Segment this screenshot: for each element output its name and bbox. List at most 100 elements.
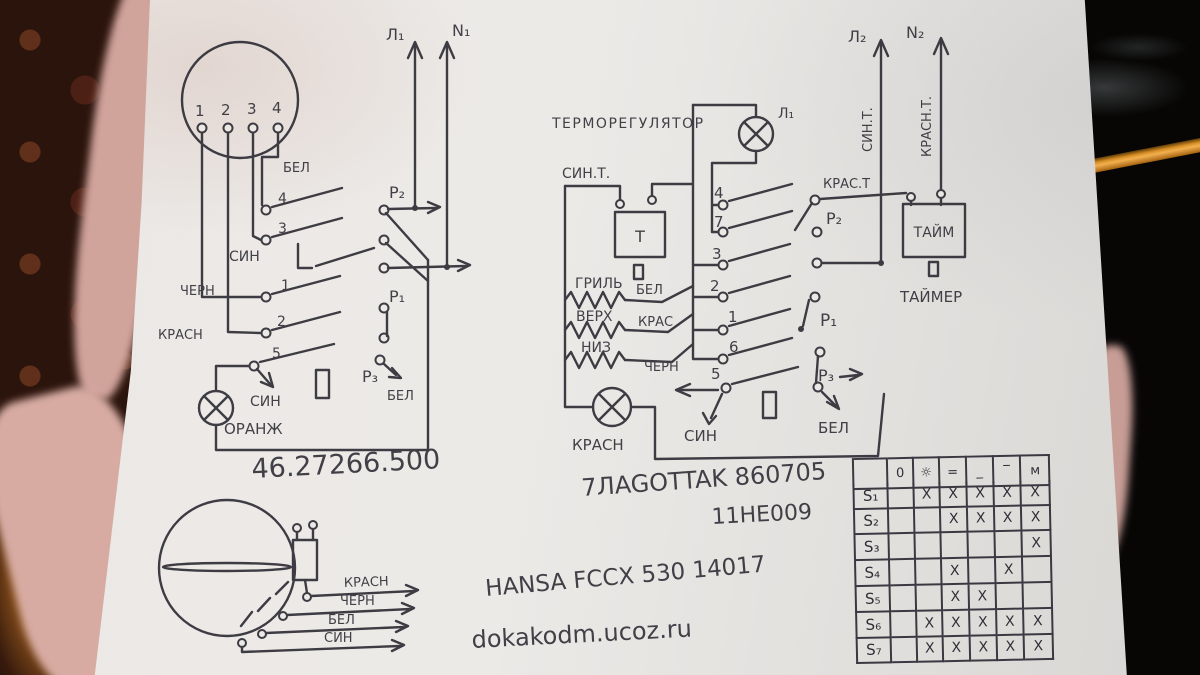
table-row-label-s5: S₅: [854, 586, 892, 613]
left-relay-p2: P₂: [389, 183, 405, 202]
table-cell: [890, 585, 918, 613]
left-arrow-blue-label: СИН: [250, 394, 281, 410]
heater-top-wire: КРАС: [638, 315, 673, 330]
timer-connector-mark: [927, 260, 940, 278]
left-phase-neutral-risers: Л₁ N₁: [386, 21, 470, 269]
pin-2: 2: [221, 101, 231, 119]
left-wire-blue-label: СИН: [229, 249, 260, 265]
right-relay-p2: P₂: [826, 209, 842, 228]
table-cell: X: [917, 636, 945, 664]
right-relay-p3: P₃: [818, 366, 834, 385]
table-cell: [888, 508, 916, 535]
table-cell: [968, 558, 997, 585]
table-cell: X: [943, 610, 971, 637]
thermostat-box-label: Т: [634, 227, 645, 246]
table-cell: [996, 583, 1025, 610]
table-cell: X: [970, 635, 999, 663]
left-wire-black-label: ЧЕРН: [180, 284, 215, 299]
table-cell: [888, 482, 915, 509]
left-contact-1: 1: [281, 278, 290, 294]
table-row-label-s3: S₃: [853, 534, 891, 562]
table-row-label-s4: S₄: [854, 560, 891, 588]
table-cell: X: [940, 507, 969, 534]
motor-diagram: КРАСН ЧЕРН БЕЛ СИН: [157, 498, 420, 654]
left-contact-4: 4: [278, 191, 287, 207]
neutral-label: N₁: [452, 21, 470, 40]
website-note: dokakodm.ucoz.ru: [471, 614, 693, 654]
table-cell: X: [1021, 479, 1051, 507]
right-contact-4: 4: [714, 184, 724, 202]
right-contact-1: 1: [728, 308, 738, 326]
table-cell: X: [1024, 608, 1054, 636]
pin-1: 1: [195, 102, 205, 120]
table-cell: [914, 507, 942, 535]
pin-4: 4: [272, 99, 282, 117]
riser-blue-label: СИН.Т.: [861, 107, 876, 152]
heater-top-label: ВЕРХ: [576, 309, 613, 325]
left-relay-p1: P₁: [389, 287, 405, 306]
timer-caption: ТАЙМЕР: [899, 287, 962, 306]
left-contact-3: 3: [278, 221, 287, 237]
right-lamp-bottom-label: КРАСН: [572, 436, 624, 454]
heater-grill-label: ГРИЛЬ: [575, 276, 623, 292]
right-top-lamp: Л₁: [691, 103, 794, 153]
table-cell: [916, 559, 943, 586]
table-cell: X: [943, 636, 972, 663]
table-cell: X: [994, 480, 1022, 507]
table-cell: [891, 637, 919, 664]
table-cell: X: [914, 482, 941, 509]
right-part-number-2: 11HE009: [711, 500, 813, 530]
thermostat-connector-mark: [632, 263, 645, 281]
table-cell: X: [1024, 634, 1055, 661]
table-cell: [1023, 582, 1054, 610]
left-arrow-white-label: БЕЛ: [387, 389, 414, 404]
table-cell: X: [967, 506, 996, 534]
table-cell: X: [940, 481, 968, 508]
motor-wire-black-label: ЧЕРН: [340, 594, 375, 609]
left-connector-circle: [180, 40, 300, 160]
table-cell: X: [997, 609, 1025, 636]
heater-grill-wire: БЕЛ: [636, 283, 663, 298]
motor-wire-blue-label: СИН: [324, 631, 353, 646]
table-cell: [891, 611, 918, 638]
right-lamp-top-label: Л₁: [778, 106, 794, 122]
right-arrow-white-label: БЕЛ: [818, 419, 849, 437]
table-cell: X: [994, 506, 1023, 533]
table-cell: X: [942, 584, 971, 612]
table-cell: X: [967, 480, 995, 508]
table-cell: X: [942, 558, 970, 586]
right-arrow-blue-label: СИН: [684, 427, 717, 445]
table-cell: [968, 532, 996, 559]
table-cell: [941, 533, 969, 560]
heater-elements: ГРИЛЬ БЕЛ ВЕРХ КРАС НИЗ ЧЕРН: [563, 276, 695, 375]
table-row-label-s6: S₆: [855, 612, 892, 639]
right-contact-5: 5: [711, 365, 721, 383]
table-cell: [916, 585, 944, 612]
right-relay-p1: P₁: [820, 311, 837, 331]
left-contact-2: 2: [277, 314, 286, 330]
table-cell: X: [1022, 531, 1052, 558]
table-cell: [995, 531, 1023, 559]
table-row-label-s2: S₂: [852, 508, 890, 536]
table-cell: [915, 533, 943, 560]
table-cell: [1022, 557, 1053, 584]
left-relay-p3: P₃: [362, 367, 378, 386]
left-connector-mark: [314, 368, 331, 400]
heater-bottom-wire: ЧЕРН: [644, 360, 679, 375]
left-contact-5: 5: [272, 346, 281, 362]
thermostat-wire-label: СИН.Т.: [562, 166, 610, 182]
table-cell: X: [1021, 505, 1052, 532]
timer-box-label: ТАЙМ: [913, 223, 955, 241]
table-row-label-s1: S₁: [852, 483, 889, 510]
right-part-number: 7ЛAGOTTAK 860705: [580, 457, 827, 502]
phase-label: Л₁: [386, 25, 404, 44]
right-contact-7: 7: [714, 213, 724, 231]
riser-red-label: КРАСН.Т.: [920, 96, 935, 157]
table-cell: X: [970, 609, 998, 637]
right-contact-2: 2: [710, 277, 720, 295]
table-cell: X: [969, 584, 998, 611]
switch-contact-table: 0 ☼ = _ ‾ ᴍ S₁ X X X X X S₂ X X X X S₃ X…: [851, 453, 1055, 665]
thermostat-box: СИН.Т. Т: [562, 166, 695, 281]
right-phase-label: Л₂: [848, 27, 866, 46]
